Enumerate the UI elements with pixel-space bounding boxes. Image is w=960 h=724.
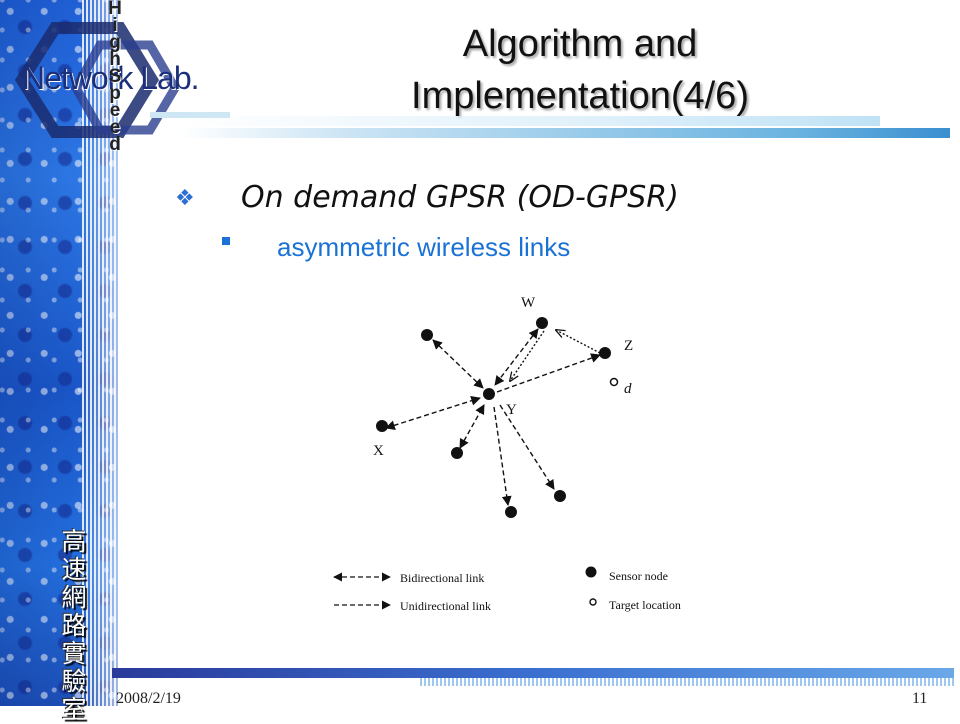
legend-target-text: Target location — [609, 598, 681, 612]
legend-sensor-text: Sensor node — [609, 569, 668, 583]
link-z-w — [556, 330, 601, 354]
logo-text: Network Lab. — [22, 60, 200, 96]
sensor-node-s2 — [554, 490, 566, 502]
sensor-node-x — [376, 420, 388, 432]
legend-bidirectional-text: Bidirectional link — [400, 571, 484, 585]
sensor-node-y — [483, 388, 495, 400]
sidebar-fade-stripes — [80, 0, 118, 706]
link-y-z — [496, 353, 601, 393]
legend-target-dot — [589, 598, 597, 606]
bullet-main-text: On demand GPSR (OD-GPSR) — [241, 180, 679, 215]
sensor-node-s1 — [505, 506, 517, 518]
diamond-bullet-icon: ❖ — [175, 186, 195, 211]
footer-bar — [112, 668, 954, 678]
square-bullet-icon — [222, 237, 230, 245]
legend-unidirectional-text: Unidirectional link — [400, 599, 491, 613]
page-number: 11 — [912, 690, 928, 707]
link-y-nw — [432, 339, 484, 389]
sensor-node-nw — [421, 329, 433, 341]
sidebar-water-strip — [0, 0, 118, 706]
lab-name-vertical: 高速網路實驗室 — [61, 527, 87, 724]
link-w-y-dotted — [510, 330, 545, 381]
label-x: X — [373, 443, 384, 459]
link-y-s2 — [499, 404, 555, 490]
asymmetric-links-diagram: W Z d Y X Bidirectional link Unidirectio… — [333, 295, 681, 613]
hexagon-logo-icon — [14, 22, 230, 138]
target-location-d — [609, 377, 619, 387]
title-underline — [180, 128, 950, 138]
label-w: W — [521, 295, 536, 311]
label-y: Y — [506, 402, 517, 418]
sensor-node-z — [599, 347, 611, 359]
link-y-s1 — [493, 406, 512, 506]
bullet-sub: asymmetric wireless links — [222, 232, 570, 263]
sensor-node-sw — [451, 447, 463, 459]
bullet-sub-text: asymmetric wireless links — [277, 232, 571, 262]
sensor-node-w — [536, 317, 548, 329]
footer-stripes — [420, 678, 954, 686]
link-y-x — [385, 396, 481, 430]
slide-date: 2008/2/19 — [116, 690, 181, 707]
link-y-sw — [459, 404, 485, 449]
slide-title: Algorithm and Implementation(4/6) — [411, 23, 749, 117]
legend-sensor-dot — [585, 566, 597, 578]
link-y-w — [494, 328, 539, 386]
label-d: d — [624, 381, 632, 397]
label-z: Z — [624, 338, 633, 354]
bullet-main: ❖ On demand GPSR (OD-GPSR) — [175, 180, 679, 215]
title-underline-light — [180, 116, 880, 126]
